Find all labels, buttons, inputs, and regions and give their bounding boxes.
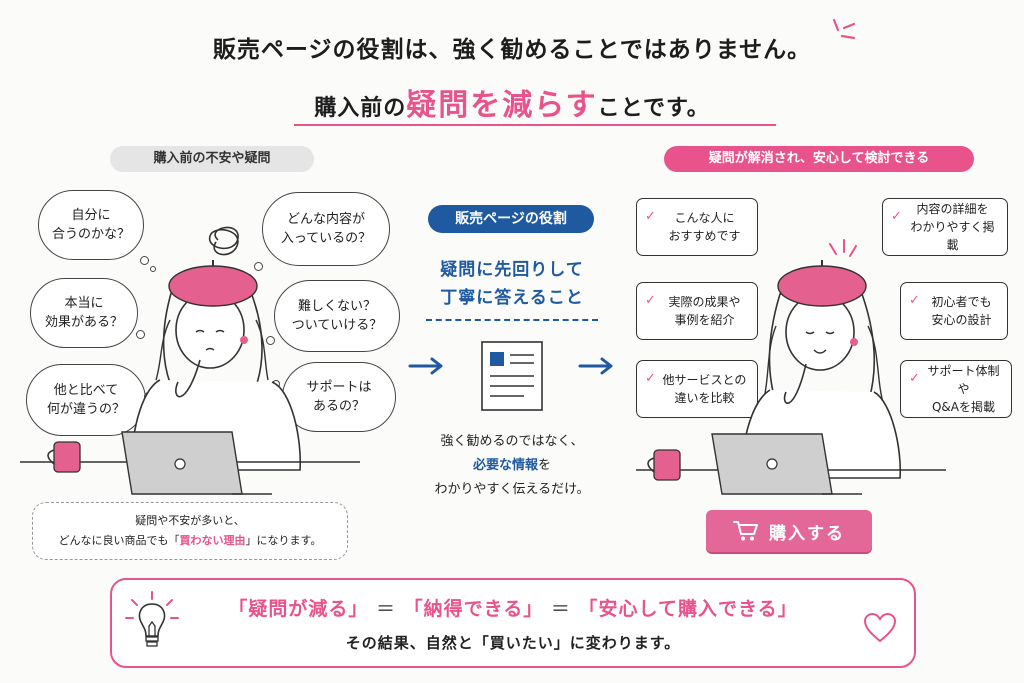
mug-icon <box>47 441 81 473</box>
left-header-pill: 購入前の不安や疑問 <box>110 146 314 172</box>
title-prefix: 購入前の <box>314 96 407 121</box>
center-body-line-3: わかりやすく伝えるだけ。 <box>434 482 590 497</box>
check-icon: ✓ <box>645 293 656 308</box>
note-highlight: 買わない理由 <box>179 534 246 547</box>
thought-bubble: 難しくない？ ついていける？ <box>274 280 400 352</box>
sparkle-icon <box>832 18 856 40</box>
buy-button-label: 購入する <box>769 523 845 544</box>
cart-icon <box>733 521 758 541</box>
title-suffix: ことです。 <box>597 96 710 121</box>
note-box: 疑問や不安が多いと、 どんなに良い商品でも「買わない理由」になります。 <box>32 502 348 560</box>
benefit-box: ✓ 他サービスとの 違いを比較 <box>636 360 758 418</box>
equals-sign: ＝ <box>550 598 571 620</box>
title-underline <box>294 124 776 126</box>
benefit-text: サポート体制や Q&Aを掲載 <box>927 364 1000 414</box>
banner-phrase-1: 「疑問が減る」 <box>228 598 369 620</box>
center-body-highlight: 必要な情報 <box>472 458 538 473</box>
worried-person-illustration <box>20 226 360 495</box>
thought-bubble: 他と比べて 何が違うの？ <box>26 364 146 436</box>
benefit-box: ✓ こんな人に おすすめです <box>636 198 758 256</box>
thought-dot <box>150 266 156 272</box>
mug-icon <box>647 449 681 481</box>
center-body-suffix: を <box>538 458 552 473</box>
note-prefix: どんなに良い商品でも「 <box>58 534 180 547</box>
banner-phrase-2: 「納得できる」 <box>403 598 544 620</box>
center-header-pill: 販売ページの役割 <box>428 205 594 233</box>
arrow-right-icon <box>408 357 443 375</box>
check-icon: ✓ <box>891 209 902 224</box>
thought-bubble: どんな内容が 入っているの？ <box>262 192 390 266</box>
check-icon: ✓ <box>909 293 920 308</box>
benefit-box: ✓ 内容の詳細を わかりやすく掲載 <box>882 198 1008 256</box>
title-highlight: 疑問を減らす <box>406 88 598 123</box>
check-icon: ✓ <box>645 209 656 224</box>
title-line-1: 販売ページの役割は、強く勧めることではありません。 <box>212 37 812 63</box>
center-main-line-1: 疑問に先回りして <box>440 260 584 280</box>
note-suffix: 」になります。 <box>245 534 322 547</box>
laptop-icon <box>121 431 272 495</box>
benefit-box: ✓ 実際の成果や 事例を紹介 <box>636 282 758 340</box>
thought-bubble: 自分に 合うのかな？ <box>38 190 144 260</box>
banner-conclusion: その結果、自然と「買いたい」に変わります。 <box>345 634 681 652</box>
note-line-2: どんなに良い商品でも「買わない理由」になります。 <box>33 531 347 551</box>
heart-icon <box>863 612 897 643</box>
benefit-text: 初心者でも 安心の設計 <box>931 295 992 327</box>
thought-bubble: 本当に 効果がある？ <box>30 278 138 348</box>
thought-bubble: サポートは あるの？ <box>282 362 396 432</box>
arrow-right-icon <box>578 357 613 375</box>
right-header-pill: 疑問が解消され、安心して検討できる <box>664 146 974 172</box>
buy-button[interactable]: 購入する <box>706 510 872 552</box>
benefit-text: こんな人に おすすめです <box>668 211 741 243</box>
equals-sign: ＝ <box>376 598 397 620</box>
center-body-line-1: 強く勧めるのではなく、 <box>440 434 584 449</box>
note-line-1: 疑問や不安が多いと、 <box>135 514 245 527</box>
title-line-2: 購入前の疑問を減らすことです。 <box>0 80 1024 124</box>
banner-equation: 「疑問が減る」 ＝ 「納得できる」 ＝ 「安心して購入できる」 <box>110 594 916 621</box>
summary-banner <box>110 578 916 668</box>
sparkle-icon <box>829 239 857 257</box>
center-body-text: 強く勧めるのではなく、 必要な情報を わかりやすく伝えるだけ。 <box>396 430 628 502</box>
center-body-line-2: 必要な情報を <box>396 454 628 478</box>
thought-dot <box>136 330 145 339</box>
scribble-icon <box>209 226 239 256</box>
lightbulb-icon <box>125 591 179 647</box>
relieved-person-illustration <box>636 239 946 495</box>
benefit-text: 実際の成果や 事例を紹介 <box>668 295 741 327</box>
center-main-line-2: 丁寧に答えること <box>440 288 584 308</box>
laptop-icon <box>711 433 862 495</box>
benefit-text: 内容の詳細を わかりやすく掲載 <box>910 202 995 252</box>
benefit-box: ✓ 初心者でも 安心の設計 <box>900 282 1008 340</box>
benefit-text: 他サービスとの 違いを比較 <box>662 373 747 405</box>
check-icon: ✓ <box>909 371 920 386</box>
thought-dot <box>254 262 263 271</box>
thought-dot <box>140 256 149 265</box>
benefit-box: ✓ サポート体制や Q&Aを掲載 <box>900 360 1012 418</box>
center-main-text: 疑問に先回りして 丁寧に答えること <box>404 256 620 312</box>
check-icon: ✓ <box>645 371 656 386</box>
banner-phrase-3: 「安心して購入できる」 <box>578 598 798 620</box>
document-icon <box>481 341 543 411</box>
center-dashed-divider <box>426 319 598 321</box>
thought-dot <box>266 336 275 345</box>
